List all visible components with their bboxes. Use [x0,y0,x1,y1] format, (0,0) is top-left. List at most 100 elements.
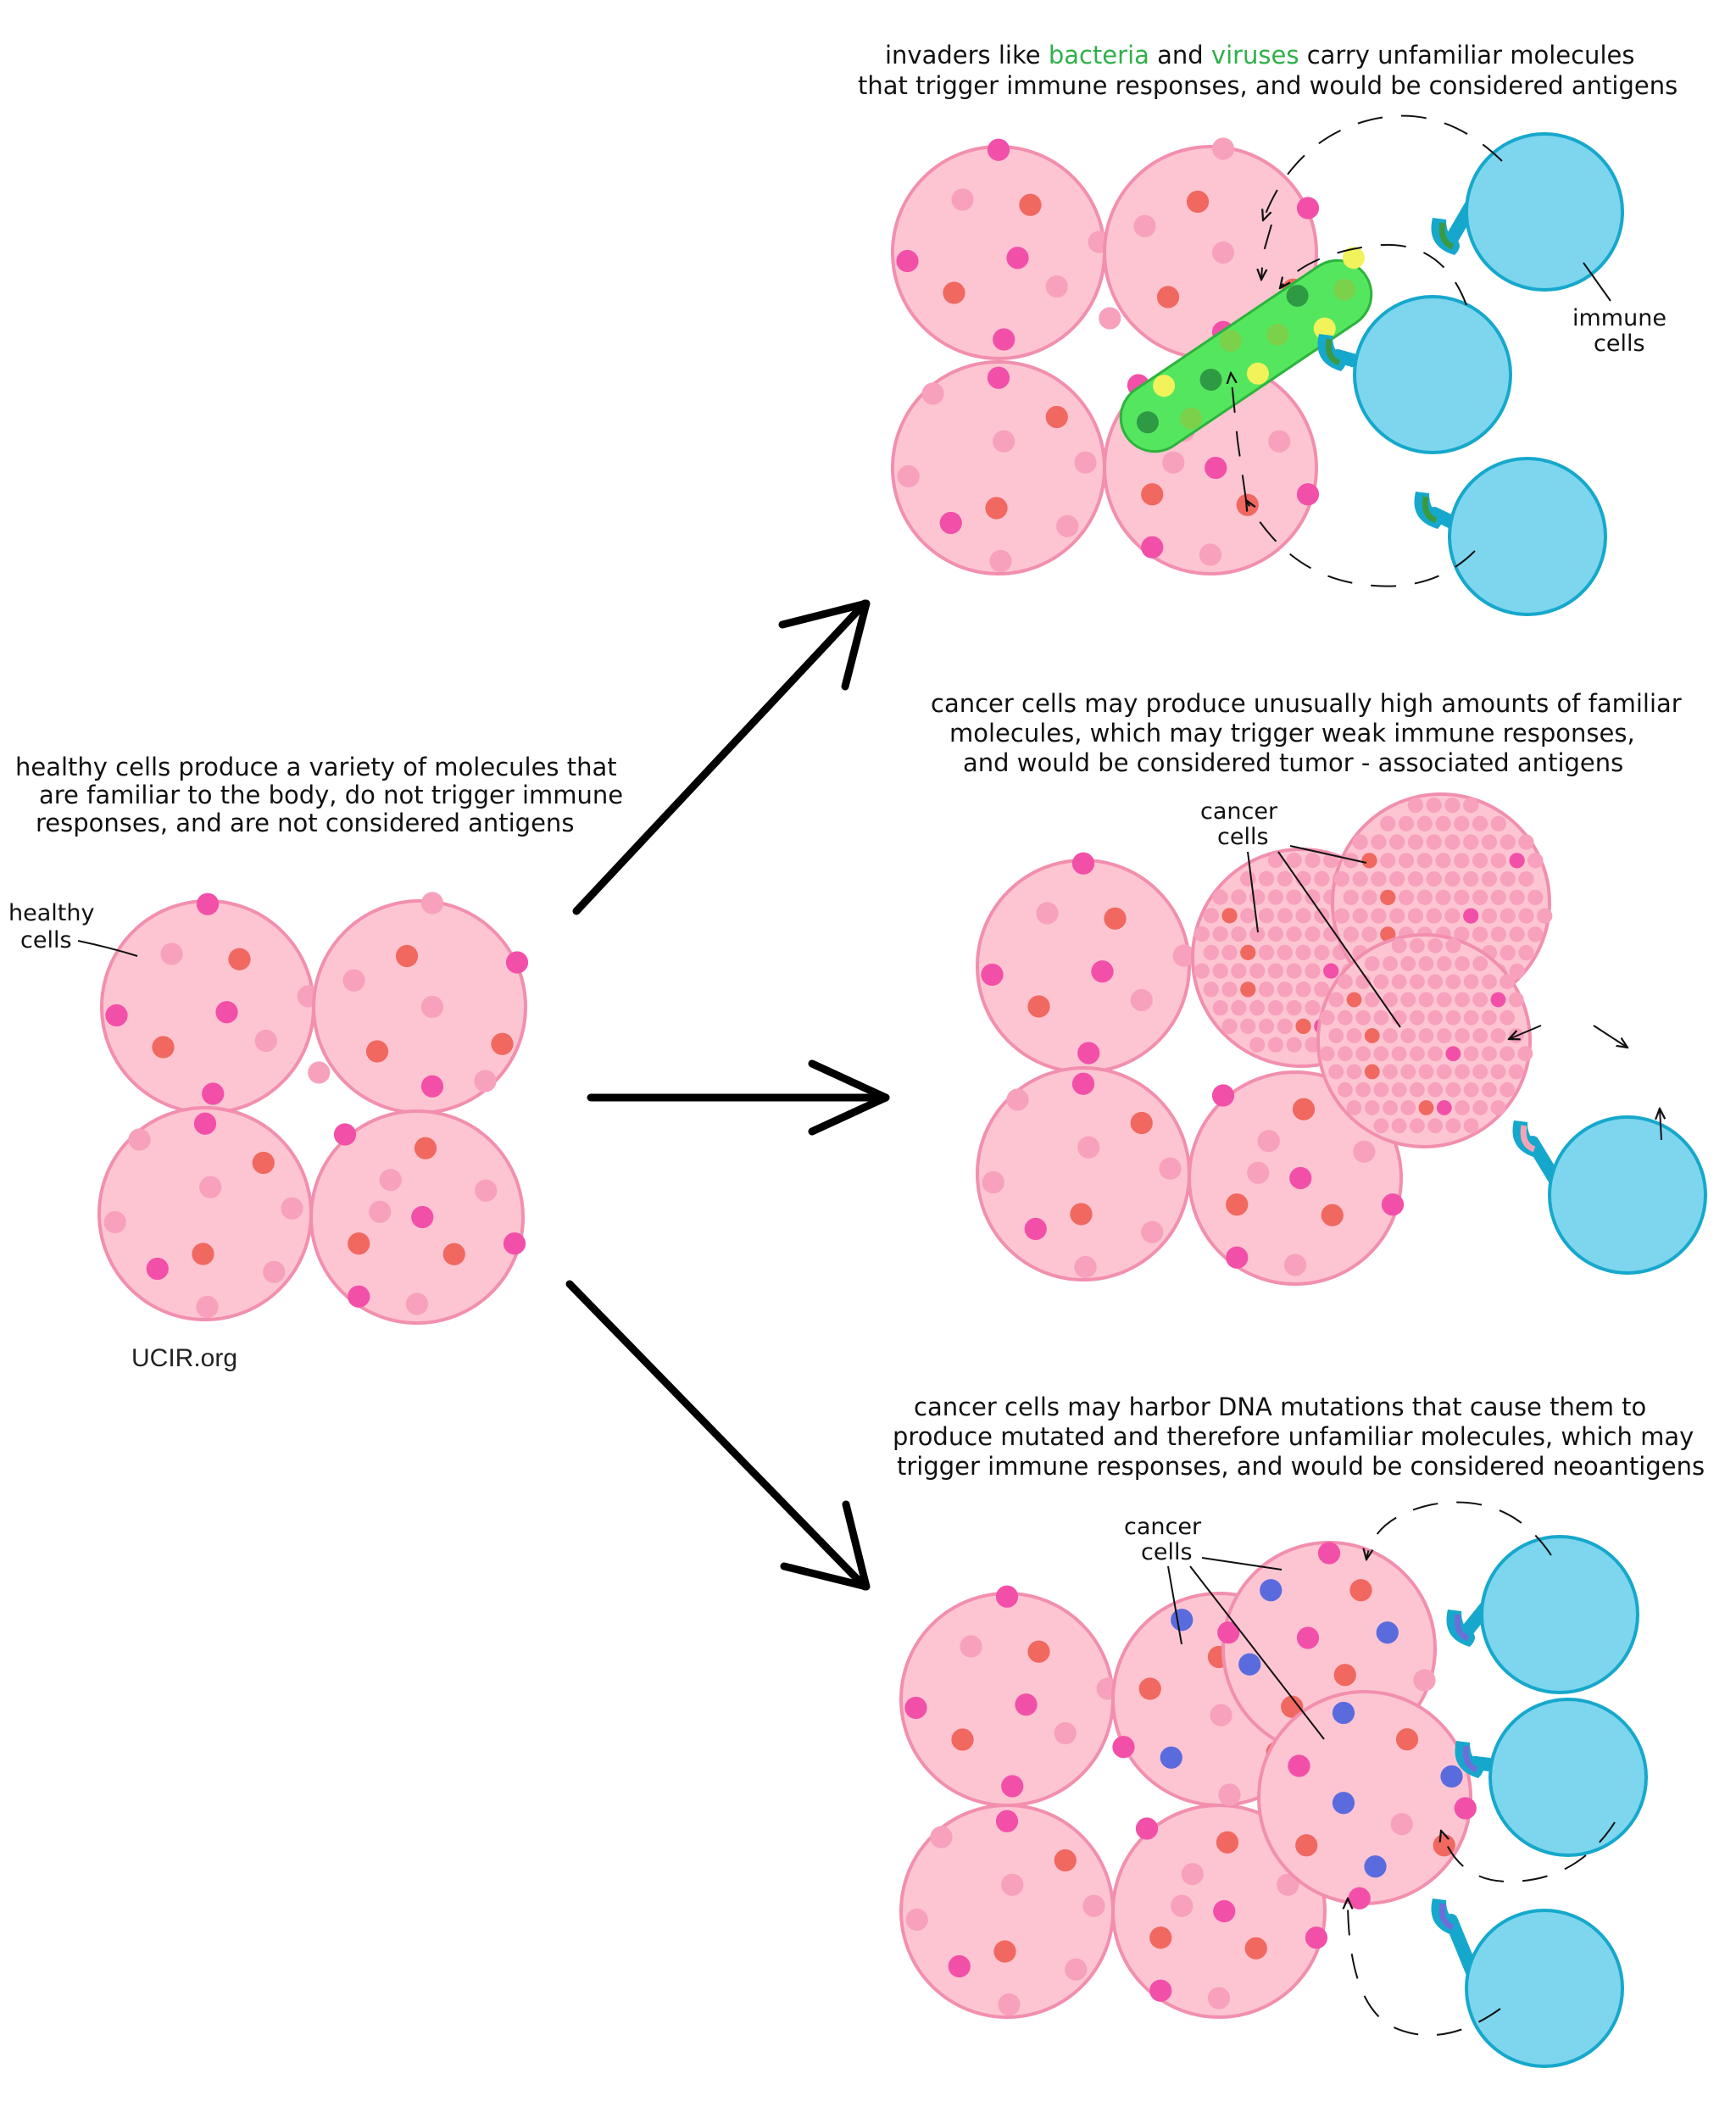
molecule-dot [1352,908,1368,924]
molecule-dot [1371,834,1387,850]
molecule-dot [1500,870,1516,887]
molecule-dot [1045,405,1068,429]
molecule-dot [395,944,419,968]
ucir-logo-text: UCIR.org [131,1344,237,1372]
molecule-dot [420,892,444,915]
molecule-dot [1383,1028,1398,1043]
molecule-dot [1249,1037,1266,1053]
molecule-dot [196,1295,219,1319]
molecule-dot [1427,937,1444,953]
neo-caption: cancer cells may harbor DNA mutations th… [893,1393,1705,1481]
neo-caption-line1: cancer cells may harbor DNA mutations th… [914,1393,1646,1421]
molecule-dot [1481,870,1498,887]
molecule-dot [1391,937,1407,953]
molecule-dot [1361,853,1377,869]
molecule-dot [1199,543,1222,566]
molecule-dot [1389,834,1405,850]
molecule-dot [1500,944,1516,961]
molecule-dot [1373,974,1389,990]
molecule-dot [1444,834,1461,850]
signal-path-4 [1231,373,1247,501]
molecule-dot [1238,1653,1261,1676]
molecule-dot [1071,1072,1095,1095]
molecule-dot [1481,974,1497,990]
molecule-dot [1518,834,1534,850]
molecule-dot [1445,1009,1461,1026]
molecule-dot [1258,908,1275,924]
molecule-dot [1373,1118,1389,1134]
molecule-dot [1296,197,1320,220]
immune-cell-bottom-2-body [1488,1698,1648,1857]
molecule-dot [1267,889,1284,905]
molecule-dot [1074,1255,1097,1279]
molecule-dot [1500,1081,1516,1098]
molecule-dot [1149,1979,1172,2002]
immune-cell-middle-receptor-tip [1520,1125,1536,1153]
molecule-dot [1455,956,1470,971]
molecule-dot [1413,1669,1436,1692]
molecule-dot [1416,853,1433,869]
tumor-normal-cell-1-membrane [976,859,1191,1074]
molecule-dot [1426,834,1442,850]
molecule-dot [1527,926,1544,942]
immune-label-leader [1583,262,1611,302]
molecule-dot [1240,908,1256,924]
molecule-dot [1295,944,1311,960]
molecule-dot [348,1285,370,1308]
molecule-dot [1141,483,1164,506]
molecule-dot [1418,1028,1434,1043]
molecule-dot [987,366,1010,389]
molecule-dot [1435,889,1451,905]
molecule-dot [1380,815,1396,831]
molecule-dot [1277,870,1293,887]
molecule-dot [1409,1009,1425,1026]
molecule-dot [1240,981,1256,998]
molecule-dot [1391,1118,1407,1134]
molecule-dot [960,1635,982,1658]
molecule-dot [1444,908,1461,924]
molecule-dot [1314,870,1330,887]
molecule-dot [1390,1813,1413,1836]
healthy-caption-line1: healthy cells produce a variety of molec… [15,753,617,781]
molecule-dot [1376,1621,1399,1644]
signal-paths-middle [1509,1025,1661,1141]
molecule-dot [1352,870,1368,887]
molecule-dot [1400,1064,1416,1080]
molecule-dot [1240,1018,1256,1035]
molecule-dot [1400,1028,1416,1043]
molecule-dot [1186,190,1210,214]
molecule-dot [411,1205,434,1229]
molecule-dot [982,1170,1004,1194]
tumor-normal-cell-3 [1188,1070,1405,1286]
tumor-caption: cancer cells may produce unusually high … [931,689,1682,777]
molecule-dot [1426,797,1442,814]
molecule-dot [1071,852,1095,875]
molecule-dot [505,951,529,974]
molecule-dot [1472,992,1488,1008]
molecule-dot [1490,926,1506,942]
molecule-dot [998,1993,1021,2016]
neo-cell-group [899,1541,1477,2019]
neo-cancer-cell-3-membrane [1257,1690,1472,1905]
molecule-dot [1277,981,1293,998]
molecule-dot [1380,853,1396,869]
molecule-dot [1104,907,1127,930]
molecule-dot [1082,1894,1105,1917]
molecule-dot [1221,944,1238,960]
molecule-dot [1383,956,1398,971]
molecule-dot [1427,974,1444,990]
molecule-dot [1346,992,1362,1008]
molecule-dot [1427,1046,1444,1062]
molecule-dot [1244,1937,1267,1960]
molecule-dot [1160,1746,1182,1769]
invaders-caption-line2: that trigger immune responses, and would… [858,71,1678,100]
immune-cell-group-top [1317,132,1624,616]
molecule-dot [921,382,944,405]
molecule-dot [1343,853,1359,869]
molecule-dot [1445,974,1461,990]
tumor-caption-line2: molecules, which may trigger weak immune… [949,719,1635,748]
molecule-dot [1231,926,1247,942]
molecule-dot [1221,1018,1238,1035]
molecule-dot [1006,247,1029,270]
molecule-dot [1305,999,1321,1016]
